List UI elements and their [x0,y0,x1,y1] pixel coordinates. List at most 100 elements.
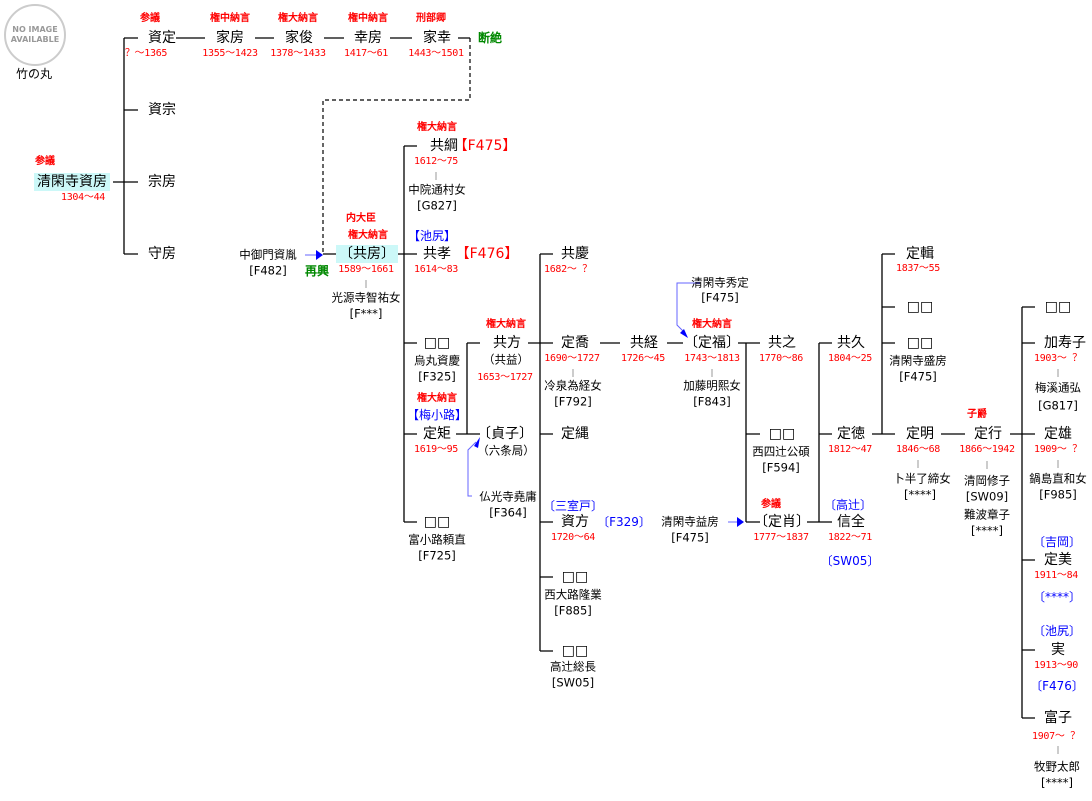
p15-person-name: □□ [423,514,451,530]
p22-person-name: 資方 [561,514,589,530]
p11-house-code: 【F475】 [453,138,517,154]
p19-life-years: 1682〜 ？ [543,264,593,275]
p44-person-name: 実 [1051,642,1065,658]
p1-person-name: 資定 [148,30,176,46]
p15-note-label: 富小路頼直 [408,532,466,547]
p11-rank-title: 権大納言 [417,122,457,133]
p29-note-code: [F594] [762,460,800,475]
p34-house-code: 〔SW05〕 [820,554,880,568]
p2-life-years: 1355〜1423 [202,48,258,59]
p10-rank-title: 内大臣 [346,213,376,224]
p45-person-name: 富子 [1044,710,1072,726]
p10-spouse-name: 光源寺智祐女 [331,290,401,305]
p45-life-years: 1907〜 ？ [1031,731,1081,742]
p45-spouse-code: [****] [1041,775,1073,790]
p24-note-label: 高辻総長 [550,659,596,674]
p32-life-years: 1804〜25 [827,353,873,364]
no-image-placeholder: NO IMAGE AVAILABLE [4,4,66,66]
p1-life-years: ？〜1365 [124,48,168,59]
p11-life-years: 1612〜75 [413,156,459,167]
p43-house-code: 〔****〕 [1032,590,1082,604]
p23-note-code: [F885] [554,603,592,618]
p4-rank-title: 権中納言 [348,13,388,24]
p27-spouse-name: 加藤明熙女 [683,378,741,393]
p40-person-name: □□ [1044,299,1072,315]
p20-life-years: 1690〜1727 [544,353,600,364]
p25-life-years: 1726〜45 [620,353,666,364]
p22-life-years: 1720〜64 [550,532,596,543]
p42-spouse-code: [F985] [1039,487,1077,502]
p9-person-name: 中御門資胤 [239,247,297,262]
p11-spouse-name: 中院通村女 [408,182,466,197]
p10-person-name: 〔共房〕 [336,245,398,263]
p2-person-name: 家房 [216,30,244,46]
p39-life-years: 1866〜1942 [959,444,1015,455]
placeholder-line2: AVAILABLE [10,35,60,44]
p5-rank-title: 刑部卿 [416,13,446,24]
p43-person-name: 定美 [1044,552,1072,568]
p31-person-name: 〔定肖〕 [754,514,810,530]
p0-person-name: 清閑寺資房 [34,173,110,191]
p20-spouse-code: [F792] [554,394,592,409]
adoption-arrows [305,254,738,523]
p15-note-code: [F725] [418,548,456,563]
p13-note-code: [F325] [418,369,456,384]
p36-person-name: □□ [906,299,934,315]
p3-person-name: 家俊 [285,30,313,46]
p39-spouse-name: 清岡修子 [964,473,1010,488]
p30-house-code: [F475] [671,530,709,545]
p0-rank-title: 参議 [35,156,55,167]
p9-note-label: 再興 [304,264,330,278]
p5-note-label: 断絶 [477,31,503,45]
p27-life-years: 1743〜1813 [684,353,740,364]
p44-life-years: 1913〜90 [1033,660,1079,671]
p35-person-name: 定輯 [906,246,934,262]
p14-branch-family-label: 【梅小路】 [406,408,468,422]
family-crest-label: 竹の丸 [15,67,53,81]
p45-spouse-name: 牧野太郎 [1034,759,1080,774]
p16-person-name: 共方 [493,335,521,351]
p38-person-name: 定明 [906,426,934,442]
p34-branch-family-label: 〔高辻〕 [823,498,873,512]
placeholder-line1: NO IMAGE [12,25,58,34]
p10-life-years: 1589〜1661 [338,264,394,275]
p25-person-name: 共経 [630,335,658,351]
p12-life-years: 1614〜83 [413,264,459,275]
p9-house-code: [F482] [249,263,287,278]
p37-person-name: □□ [906,335,934,351]
p13-person-name: □□ [423,335,451,351]
p19-person-name: 共慶 [561,246,589,262]
p31-life-years: 1777〜1837 [753,532,809,543]
p16-life-years: 1653〜1727 [477,372,533,383]
p44-branch-family-label: 〔池尻〕 [1032,624,1082,638]
p7-person-name: 宗房 [148,174,176,190]
p3-life-years: 1378〜1433 [270,48,326,59]
arrow-head [316,250,323,260]
p23-person-name: □□ [561,569,589,585]
p33-life-years: 1812〜47 [827,444,873,455]
p39-spouse2-code: [****] [971,523,1003,538]
p22-house-code: 〔F329〕 [597,515,651,529]
p16-alias-name: （共益） [483,352,529,367]
p17-alias-name: （六条局） [477,443,535,458]
p6-person-name: 資宗 [148,102,176,118]
p34-person-name: 信全 [837,514,865,530]
p27-rank-title: 権大納言 [692,319,732,330]
adoption-dashed-line [322,38,471,254]
p35-life-years: 1837〜55 [895,263,941,274]
p28-life-years: 1770〜86 [758,353,804,364]
p11-person-name: 共綱 [430,138,458,154]
p29-person-name: □□ [768,426,796,442]
p42-person-name: 定雄 [1044,426,1072,442]
p39-spouse2-name: 難波章子 [964,507,1010,522]
p20-person-name: 定喬 [561,335,589,351]
arrow-head [737,517,744,527]
p3-rank-title: 権大納言 [278,13,318,24]
p14-rank-title: 権大納言 [417,393,457,404]
p33-person-name: 定徳 [837,426,865,442]
arrow-heads [316,250,744,527]
p31-rank-title: 参議 [761,499,781,510]
p39-rank-title: 子爵 [967,409,987,420]
